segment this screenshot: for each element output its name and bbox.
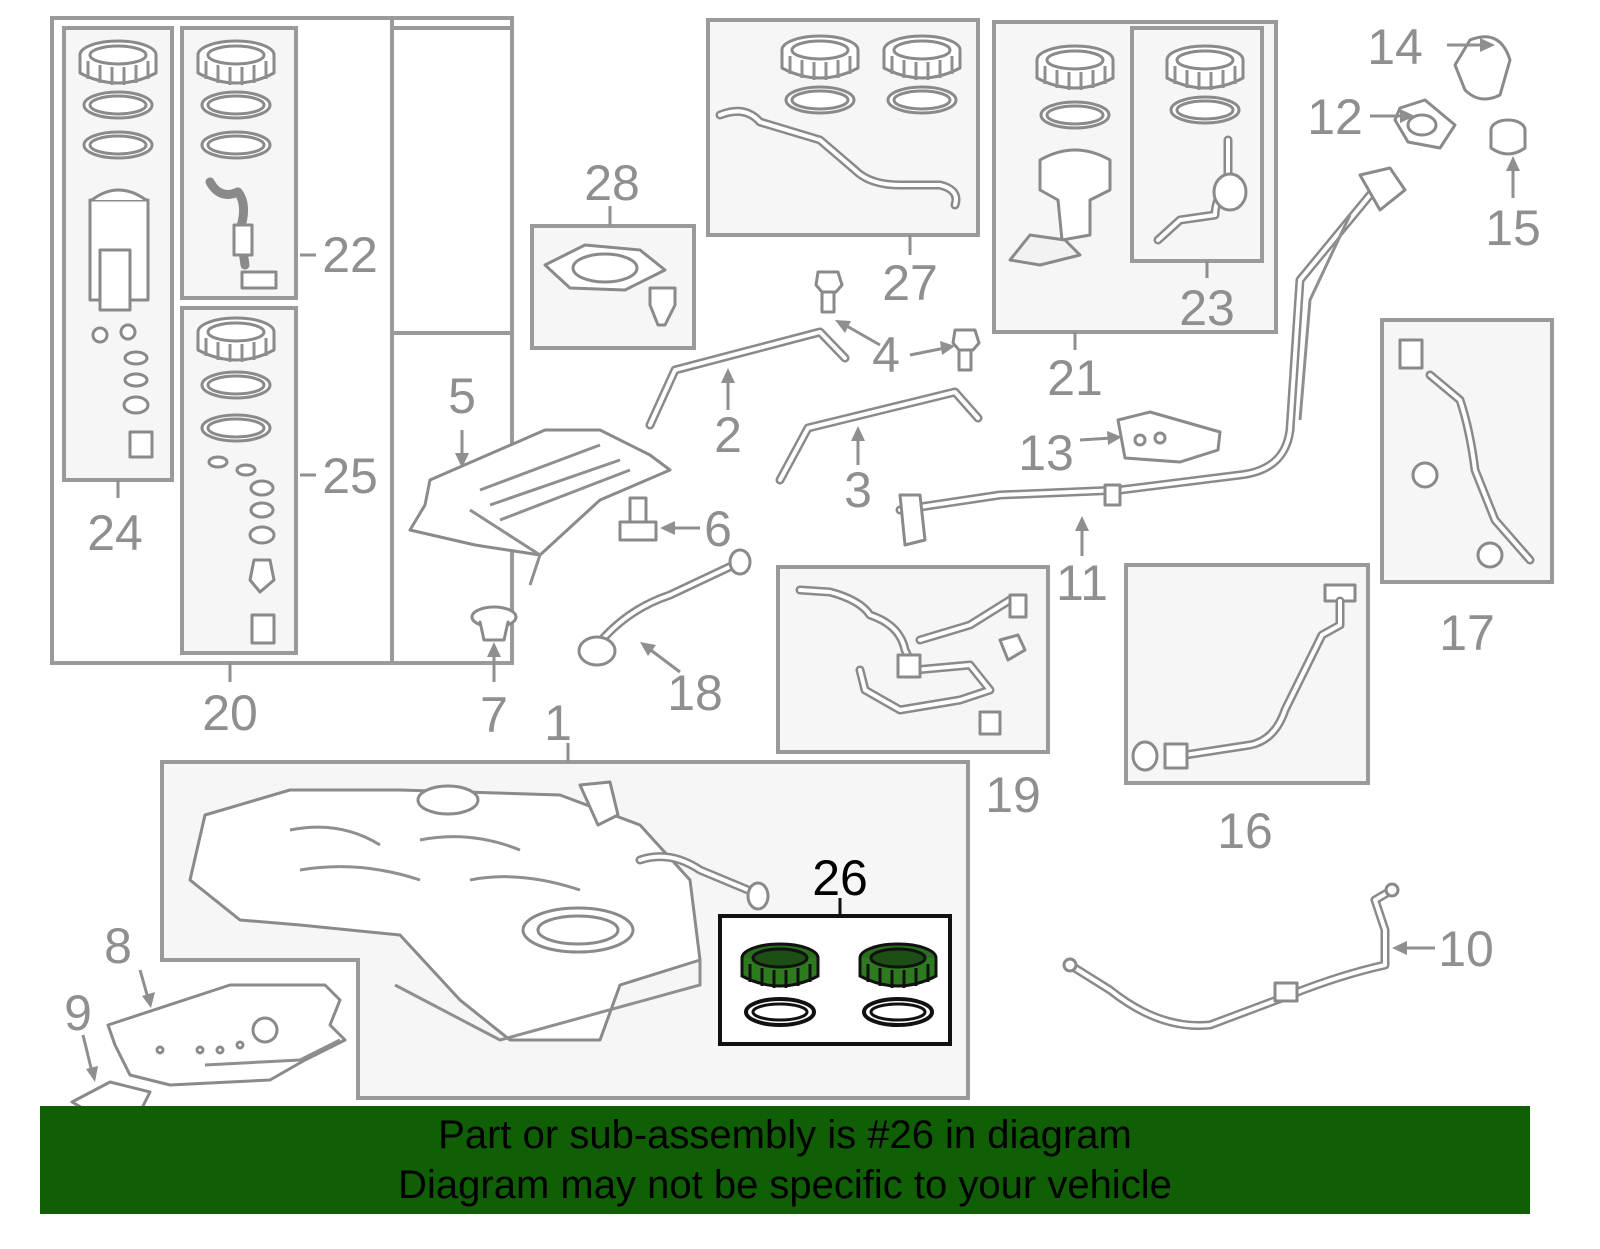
callout-27: 27: [882, 255, 938, 311]
callout-12: 12: [1307, 89, 1363, 145]
caption-line-2: Diagram may not be specific to your vehi…: [398, 1163, 1172, 1207]
assembly-group-21: [992, 20, 1278, 350]
callout-1: 1: [544, 695, 572, 751]
callout-23: 23: [1179, 280, 1235, 336]
assembly-group-16: [1124, 563, 1370, 785]
filler-hose-part-18: [577, 548, 752, 667]
callout-13: 13: [1018, 425, 1074, 481]
callout-21: 21: [1047, 350, 1103, 406]
callout-15: 15: [1485, 200, 1541, 256]
callout-17: 17: [1439, 605, 1495, 661]
fuel-tank-group-1: [160, 743, 970, 1100]
bracket-part-13: [1116, 410, 1222, 464]
assembly-group-17: [1380, 318, 1554, 584]
callout-16: 16: [1217, 803, 1273, 859]
assembly-group-20: [50, 16, 514, 682]
callout-5: 5: [448, 368, 476, 424]
callout-10: 10: [1438, 921, 1494, 977]
callout-9: 9: [64, 985, 92, 1041]
assembly-group-27: [706, 18, 980, 255]
assembly-group-19: [776, 565, 1050, 754]
callout-22: 22: [322, 227, 378, 283]
callout-7: 7: [480, 687, 508, 743]
callout-26: 26: [812, 850, 868, 906]
callout-11: 11: [1056, 555, 1108, 611]
assembly-group-26-highlighted: [718, 898, 952, 1046]
callout-8: 8: [104, 918, 132, 974]
fastener-parts: [470, 496, 658, 642]
callout-20: 20: [202, 685, 258, 741]
assembly-group-28: [530, 206, 696, 350]
callout-25: 25: [322, 448, 378, 504]
callout-4: 4: [872, 327, 900, 383]
fuel-cap-parts: [1393, 35, 1527, 156]
callout-18: 18: [667, 665, 723, 721]
callout-3: 3: [844, 462, 872, 518]
callout-numbers: 1 2 3 4 5 6 7 8 9 10 11 12 13 14 15 16 1…: [64, 19, 1541, 1041]
callout-6: 6: [704, 501, 732, 557]
callout-arrows: [81, 38, 1520, 1082]
callout-19: 19: [985, 767, 1041, 823]
caption-line-1: Part or sub-assembly is #26 in diagram: [438, 1113, 1132, 1157]
callout-14: 14: [1367, 19, 1423, 75]
filler-neck-part: [895, 166, 1407, 547]
skid-plate-parts: [70, 983, 347, 1120]
heat-shield-part-5: [408, 428, 672, 586]
callout-2: 2: [714, 407, 742, 463]
callout-28: 28: [584, 155, 640, 211]
strap-and-bolt-parts: [645, 270, 983, 485]
callout-24: 24: [87, 505, 143, 561]
caption-banner: Part or sub-assembly is #26 in diagram D…: [40, 1106, 1530, 1214]
tube-part-10: [1062, 882, 1400, 1031]
